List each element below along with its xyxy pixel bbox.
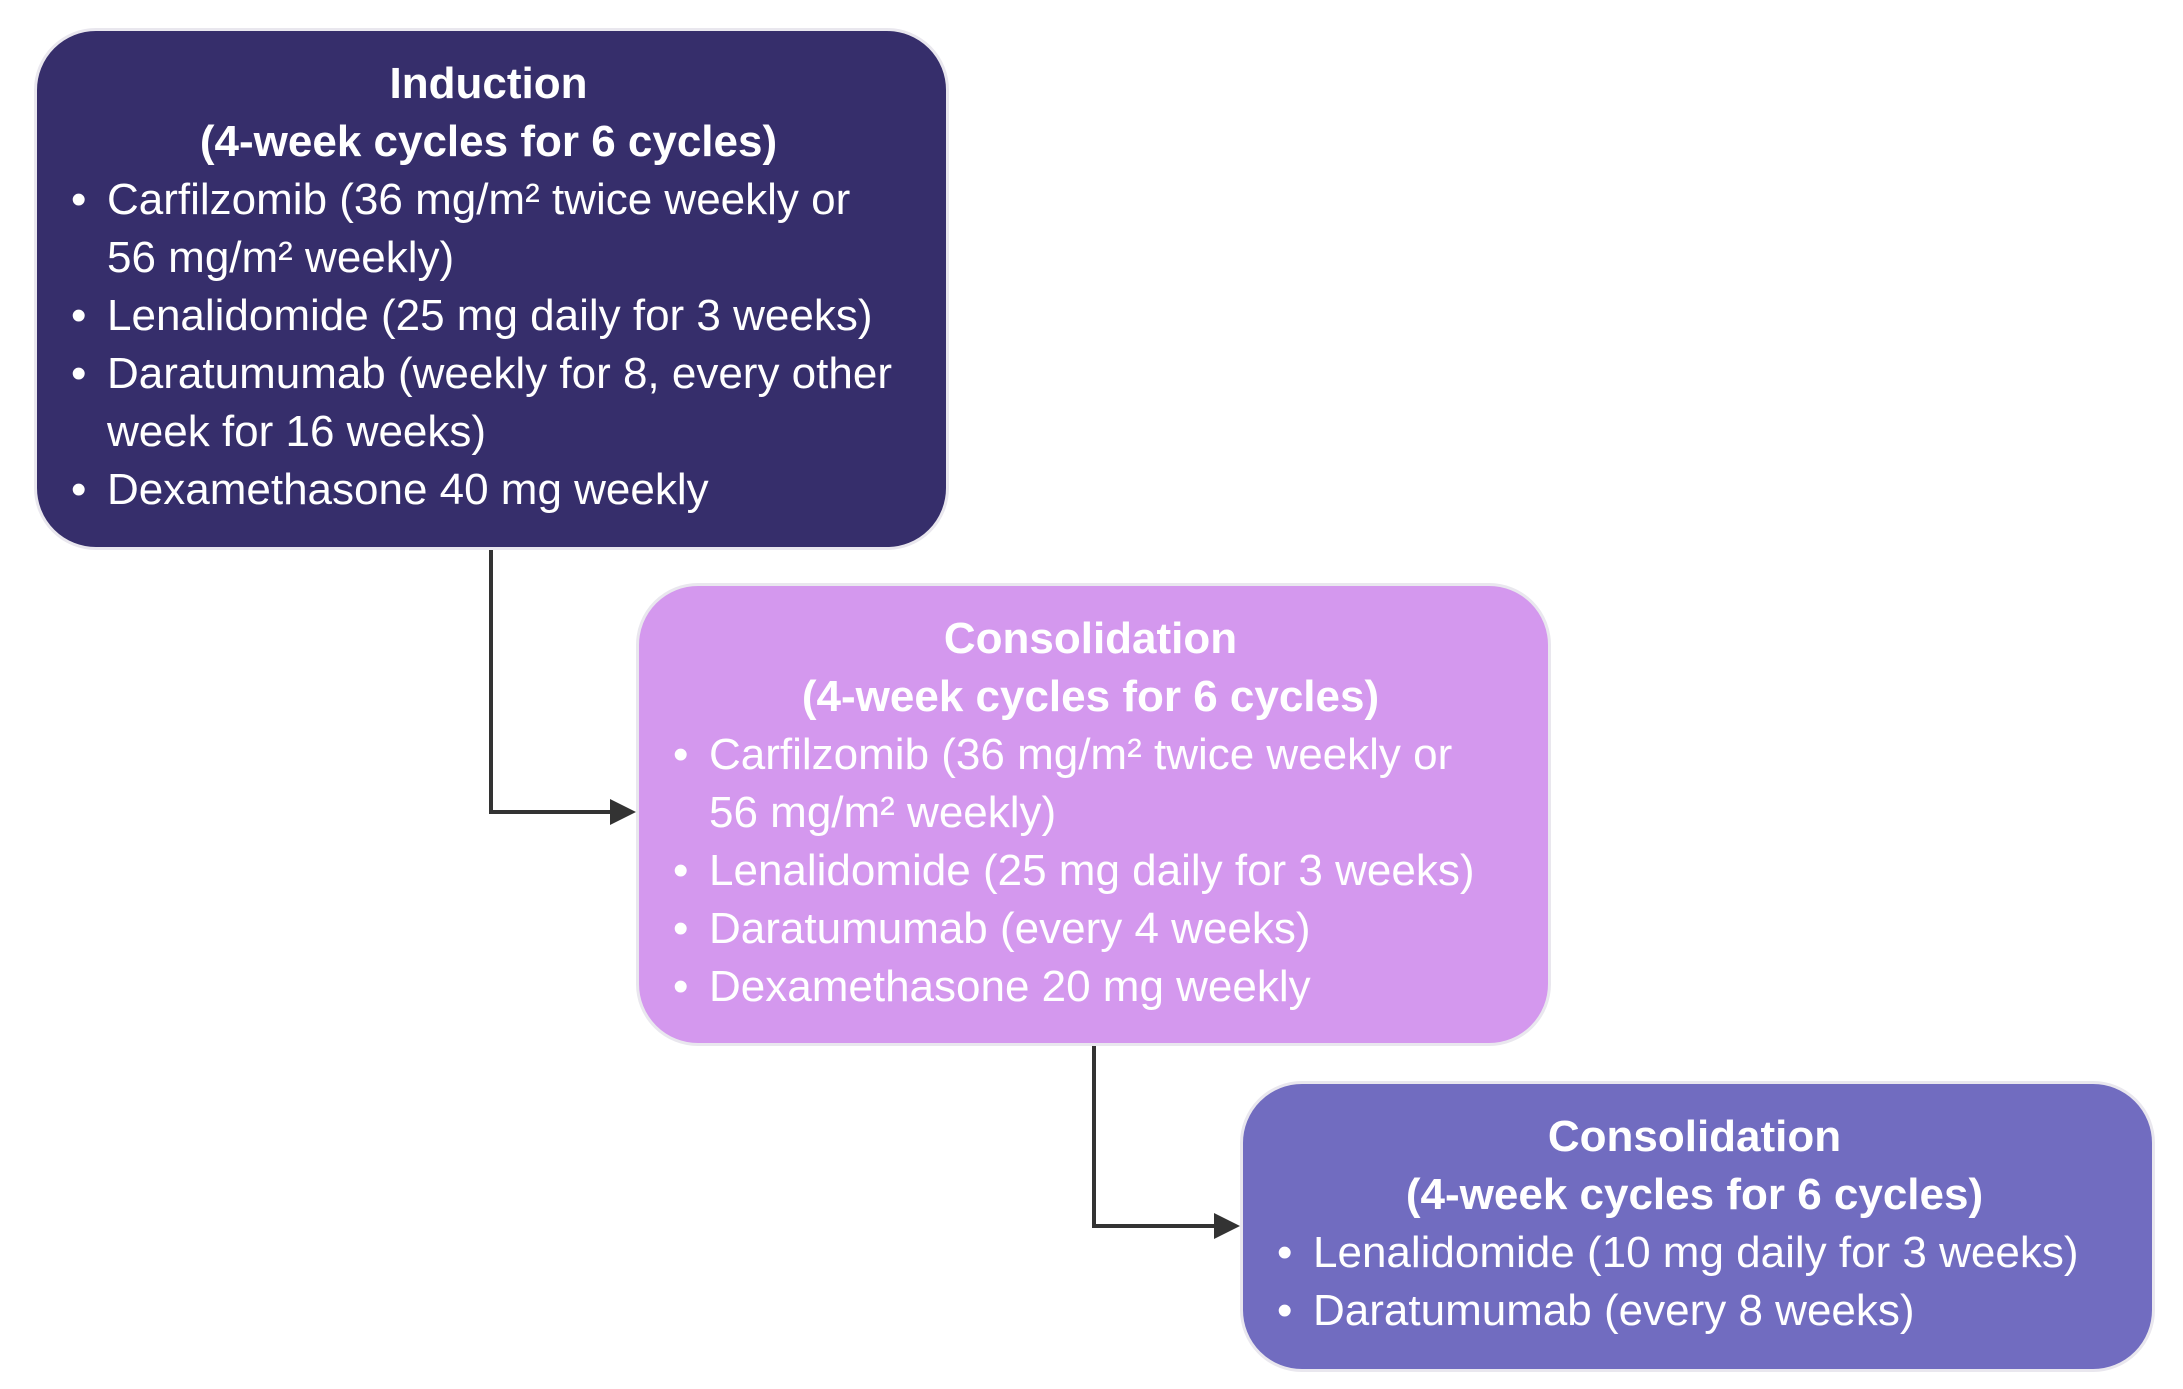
list-item-text: Lenalidomide (25 mg daily for 3 weeks) — [709, 846, 1475, 895]
title-line-1: Induction — [389, 59, 588, 108]
title-line-1: Consolidation — [1547, 1112, 1842, 1161]
title-line-2: (4-week cycles for 6 cycles) — [1405, 1170, 1984, 1219]
bullet-icon: • — [673, 962, 689, 1011]
list-item-text: Carfilzomib (36 mg/m² twice weekly or 56… — [107, 175, 851, 282]
arrowhead-icon — [1214, 1213, 1240, 1239]
list-item: • Daratumumab (every 4 weeks) — [673, 900, 1508, 958]
induction-box: Induction (4-week cycles for 6 cycles) •… — [34, 28, 949, 550]
box-title: Consolidation (4-week cycles for 6 cycle… — [673, 610, 1508, 726]
list-item: • Carfilzomib (36 mg/m² twice weekly or 5… — [673, 726, 1508, 842]
drug-list: •Lenalidomide (10 mg daily for 3 weeks) … — [1277, 1224, 2112, 1340]
list-item-text: Daratumumab (every 4 weeks) — [709, 904, 1311, 953]
box-title: Consolidation (4-week cycles for 6 cycle… — [1277, 1108, 2112, 1224]
bullet-icon: • — [1277, 1228, 1293, 1277]
list-item-text: Dexamethasone 40 mg weekly — [107, 465, 709, 514]
connector-arrow-induction-to-consolidation — [489, 550, 630, 814]
list-item: • Daratumumab (weekly for 8, every other … — [71, 345, 906, 461]
title-line-2: (4-week cycles for 6 cycles) — [801, 672, 1380, 721]
list-item: • Lenalidomide (25 mg daily for 3 weeks) — [673, 842, 1508, 900]
bullet-icon: • — [673, 904, 689, 953]
bullet-icon: • — [71, 175, 87, 224]
list-item-text: Carfilzomib (36 mg/m² twice weekly or 56… — [709, 730, 1453, 837]
bullet-icon: • — [673, 730, 689, 779]
bullet-icon: • — [673, 846, 689, 895]
list-item: • Daratumumab (every 8 weeks) — [1277, 1282, 2112, 1340]
list-item-text: Dexamethasone 20 mg weekly — [709, 962, 1311, 1011]
connector-arrow-consolidation-to-consolidation — [1092, 1046, 1234, 1228]
title-line-1: Consolidation — [943, 614, 1238, 663]
list-item-text: Daratumumab (every 8 weeks) — [1313, 1286, 1915, 1335]
title-line-2: (4-week cycles for 6 cycles) — [199, 117, 778, 166]
drug-list: • Carfilzomib (36 mg/m² twice weekly or 5… — [71, 171, 906, 519]
bullet-icon: • — [71, 349, 87, 398]
list-item: • Lenalidomide (25 mg daily for 3 weeks) — [71, 287, 906, 345]
bullet-icon: • — [1277, 1286, 1293, 1335]
list-item-text: Lenalidomide (10 mg daily for 3 weeks) — [1313, 1228, 2079, 1277]
list-item: • Dexamethasone 20 mg weekly — [673, 958, 1508, 1016]
bullet-icon: • — [71, 465, 87, 514]
drug-list: • Carfilzomib (36 mg/m² twice weekly or 5… — [673, 726, 1508, 1016]
arrowhead-icon — [610, 799, 636, 825]
list-item: • Dexamethasone 40 mg weekly — [71, 461, 906, 519]
list-item-text: Daratumumab (weekly for 8, every other w… — [107, 349, 892, 456]
list-item: • Carfilzomib (36 mg/m² twice weekly or 5… — [71, 171, 906, 287]
consolidation-box-1: Consolidation (4-week cycles for 6 cycle… — [636, 583, 1551, 1046]
list-item: • Lenalidomide (10 mg daily for 3 weeks) — [1277, 1224, 2112, 1282]
bullet-icon: • — [71, 291, 87, 340]
consolidation-box-2: Consolidation (4-week cycles for 6 cycle… — [1240, 1081, 2155, 1372]
list-item-text: Lenalidomide (25 mg daily for 3 weeks) — [107, 291, 873, 340]
box-title: Induction (4-week cycles for 6 cycles) — [71, 55, 906, 171]
